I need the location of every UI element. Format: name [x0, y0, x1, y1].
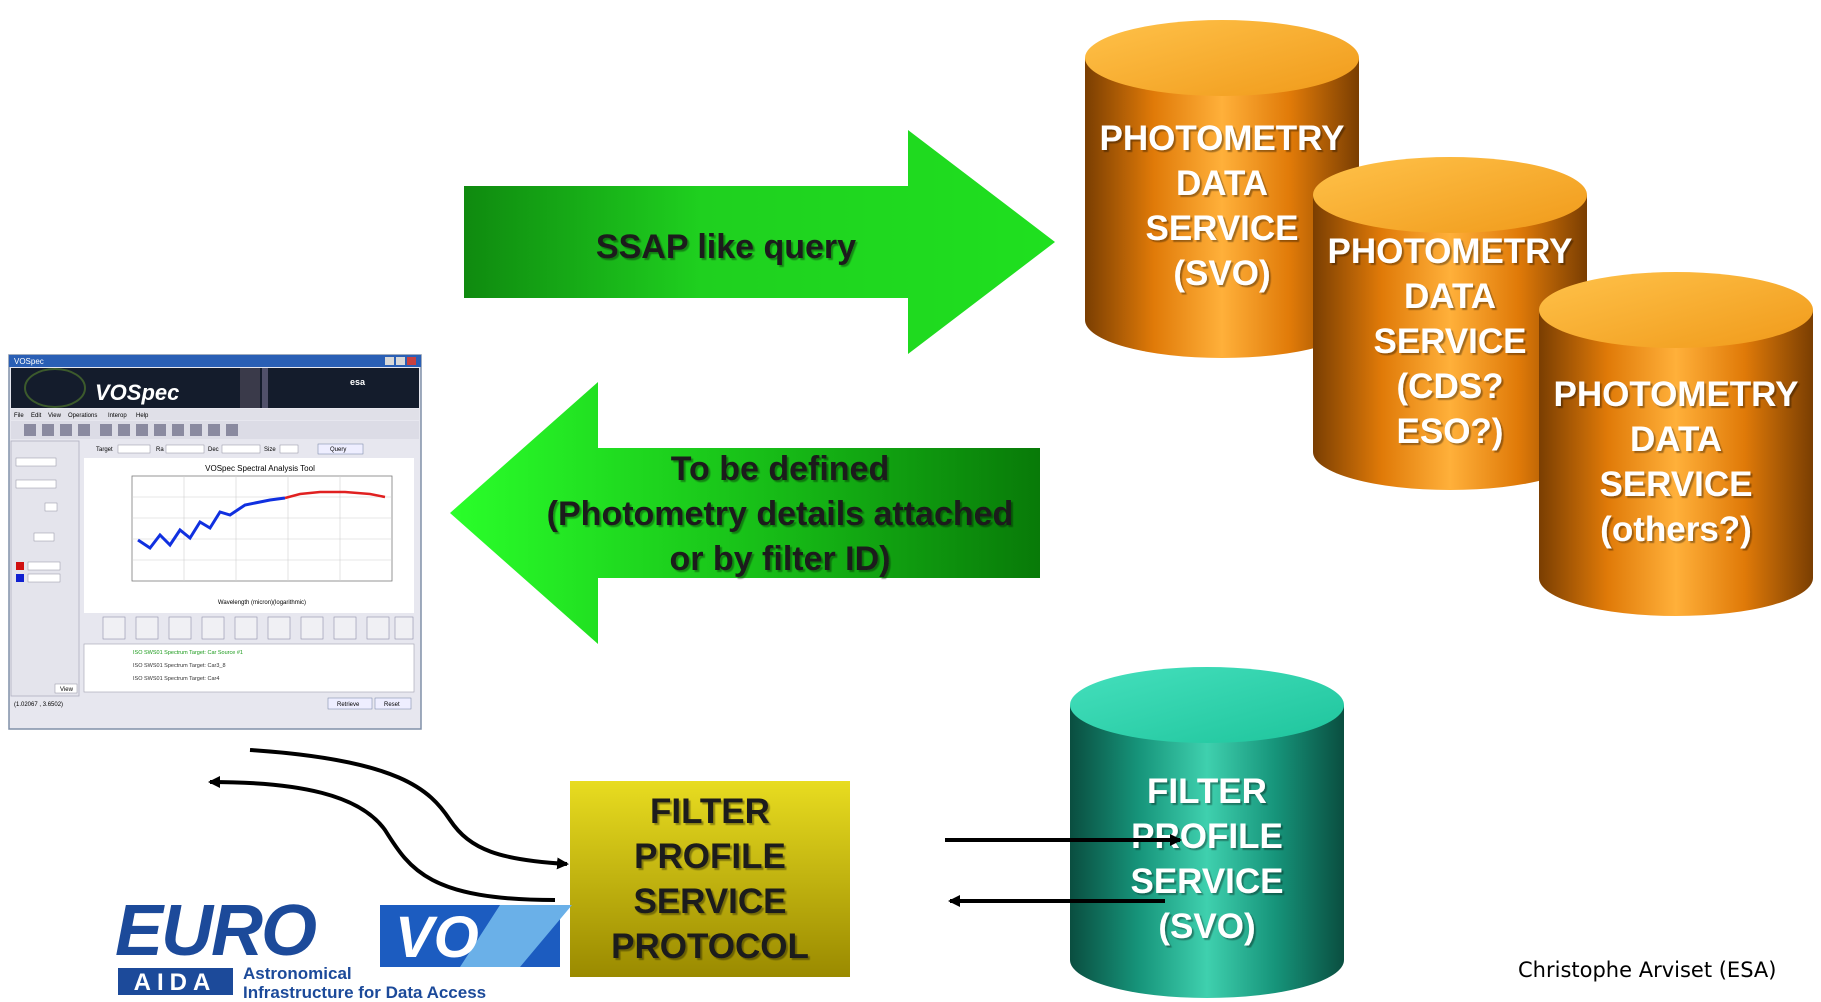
db-others-line-2: DATA	[1630, 420, 1722, 459]
filter-profile-service-db: FILTER PROFILE SERVICE (SVO)	[1070, 667, 1344, 998]
status-readout: (1.02067 , 3.6502)	[14, 702, 63, 708]
photometry-db-svo: PHOTOMETRY DATA SERVICE (SVO)	[1085, 20, 1359, 358]
database-cylinder-icon	[1539, 272, 1813, 616]
spectrum-red	[284, 490, 386, 500]
author-credit: Christophe Arviset (ESA)	[1518, 958, 1777, 982]
globe-icon	[24, 368, 86, 408]
response-label-line-1: To be defined	[671, 450, 889, 488]
view-button[interactable]: View	[60, 687, 74, 693]
filter-db-line-2: PROFILE	[1131, 817, 1283, 856]
protocol-line-1: FILTER	[650, 792, 770, 831]
chart-title: VOSpec Spectral Analysis Tool	[205, 464, 315, 473]
filter-db-line-4: (SVO)	[1158, 907, 1255, 946]
db-svo-line-3: SERVICE	[1145, 209, 1298, 248]
response-label-line-3: or by filter ID)	[669, 540, 890, 578]
list-item[interactable]: ISO SWS01 Spectrum Target: Car3_8	[133, 663, 226, 669]
menu-file[interactable]: File	[14, 413, 24, 419]
db-cds-line-3: SERVICE	[1373, 322, 1526, 361]
menu-operations[interactable]: Operations	[68, 413, 97, 419]
logo-euro: EURO	[115, 891, 316, 971]
curved-arrow-icon	[208, 776, 556, 902]
arrow-left-icon	[450, 382, 1040, 644]
retrieve-button[interactable]: Retrieve	[337, 702, 360, 708]
analysis-tool-icons	[102, 616, 414, 640]
spectrum-blue	[137, 496, 286, 551]
vospec-window: VOSpec VOSpec esa File Edit View Operati…	[8, 354, 422, 730]
list-item[interactable]: ISO SWS01 Spectrum Target: Car4	[133, 676, 219, 682]
field-target: Target	[96, 447, 113, 453]
protocol-line-4: PROTOCOL	[611, 927, 809, 966]
menu-view[interactable]: View	[48, 413, 62, 419]
logo-aida: AIDA	[134, 969, 217, 996]
db-svo-line-4: (SVO)	[1173, 254, 1270, 293]
logo-vo: VO	[395, 905, 479, 970]
query-arrow: SSAP like query	[464, 130, 1055, 354]
db-others-line-1: PHOTOMETRY	[1553, 375, 1798, 414]
reset-button[interactable]: Reset	[384, 702, 400, 708]
database-cylinder-icon	[1313, 157, 1587, 490]
db-svo-line-1: PHOTOMETRY	[1099, 119, 1344, 158]
db-others-line-4: (others?)	[1600, 510, 1752, 549]
euro-vo-logo: EURO VO AIDA Astronomical Infrastructure…	[115, 891, 572, 1002]
curved-arrow-icon	[249, 748, 569, 870]
db-cds-line-1: PHOTOMETRY	[1327, 232, 1572, 271]
database-cylinder-icon	[1070, 667, 1344, 998]
esa-logo: esa	[350, 377, 366, 387]
db-svo-line-2: DATA	[1176, 164, 1268, 203]
filter-db-line-1: FILTER	[1147, 772, 1267, 811]
protocol-line-2: PROFILE	[634, 837, 786, 876]
response-label-line-2: (Photometry details attached	[547, 495, 1014, 533]
protocol-service-arrows	[945, 834, 1182, 907]
curved-arrows	[208, 748, 569, 902]
query-row: Target Ra Dec Size Query	[96, 443, 364, 455]
menu-bar: File Edit View Operations Interop Help	[14, 413, 149, 419]
x-axis-label: Wavelength (micron)(logarithmic)	[218, 600, 306, 606]
response-arrow: To be defined (Photometry details attach…	[450, 382, 1040, 644]
logo-tagline-1: Astronomical	[243, 964, 352, 983]
field-dec: Dec	[208, 447, 219, 453]
filter-protocol-box: FILTER PROFILE SERVICE PROTOCOL	[570, 781, 850, 977]
field-ra: Ra	[156, 447, 164, 453]
photometry-db-others: PHOTOMETRY DATA SERVICE (others?)	[1539, 272, 1813, 616]
banner-title: VOSpec	[95, 380, 179, 405]
field-size: Size	[264, 447, 276, 453]
menu-help[interactable]: Help	[136, 413, 149, 419]
logo-tagline-2: Infrastructure for Data Access	[243, 983, 486, 1002]
database-cylinder-icon	[1085, 20, 1359, 358]
db-others-line-3: SERVICE	[1599, 465, 1752, 504]
list-item[interactable]: ISO SWS01 Spectrum Target: Car Source #1	[133, 650, 243, 656]
protocol-line-3: SERVICE	[633, 882, 786, 921]
query-label: SSAP like query	[596, 228, 856, 266]
db-cds-line-2: DATA	[1404, 277, 1496, 316]
filter-db-line-3: SERVICE	[1130, 862, 1283, 901]
db-cds-line-5: ESO?)	[1397, 412, 1504, 451]
menu-edit[interactable]: Edit	[31, 413, 42, 419]
arrow-right-icon	[464, 130, 1055, 354]
toolbar-icons	[24, 424, 238, 436]
window-title: VOSpec	[14, 357, 44, 366]
query-button[interactable]: Query	[330, 447, 346, 453]
db-cds-line-4: (CDS?	[1397, 367, 1504, 406]
photometry-db-cds-eso: PHOTOMETRY DATA SERVICE (CDS? ESO?)	[1313, 157, 1587, 490]
menu-interop[interactable]: Interop	[108, 413, 127, 419]
